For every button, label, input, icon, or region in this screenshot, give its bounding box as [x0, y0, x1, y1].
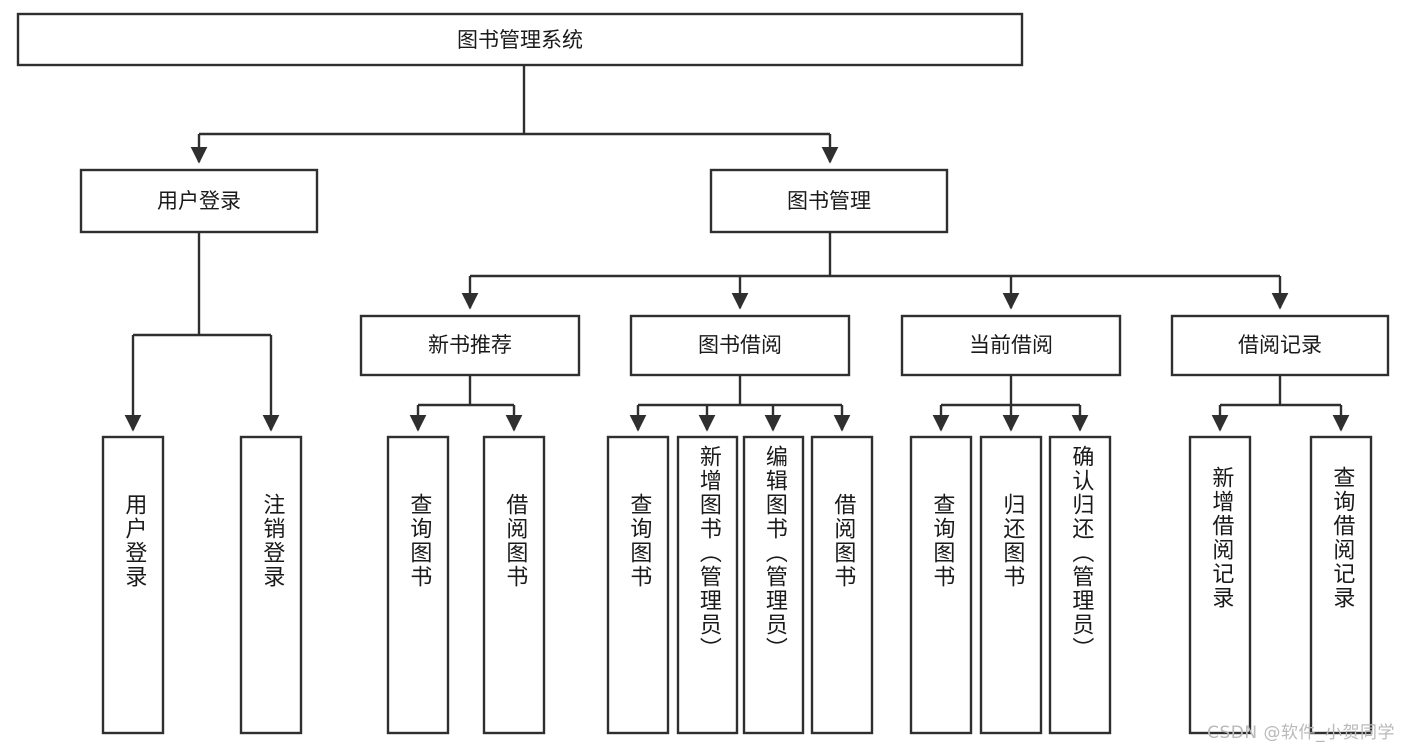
node-borrow-record-label: 借阅记录 [1238, 333, 1322, 357]
node-new-book-recommend-label: 新书推荐 [428, 333, 512, 357]
node-user-login-label: 用户登录 [157, 189, 241, 213]
node-current-borrow-label: 当前借阅 [969, 333, 1053, 357]
connectors-currentborrow-children [932, 375, 1089, 432]
leaf-rect-query-book-3[interactable] [909, 435, 973, 735]
leaf-boxes [101, 435, 1373, 735]
node-book-manage[interactable]: 图书管理 [709, 168, 949, 234]
connectors-bookmanage-children [461, 232, 1289, 310]
connectors-root-to-level2 [190, 65, 839, 164]
node-book-borrow[interactable]: 图书借阅 [629, 314, 851, 377]
leaf-rect-confirm-return[interactable] [1048, 435, 1112, 735]
node-borrow-record-rect[interactable] [1170, 314, 1390, 377]
leaf-rect-edit-book[interactable] [742, 435, 805, 735]
leaf-rect-borrow-book-1[interactable] [482, 435, 546, 735]
connectors-borrowrecord-children [1211, 375, 1350, 432]
connectors-userlogin-children [124, 232, 280, 432]
leaf-rect-add-book[interactable] [676, 435, 739, 735]
leaf-rect-user-login[interactable] [101, 435, 165, 735]
node-root[interactable]: 图书管理系统 [16, 12, 1024, 67]
node-book-borrow-rect[interactable] [629, 314, 851, 377]
node-current-borrow-rect[interactable] [900, 314, 1122, 377]
node-user-login[interactable]: 用户登录 [79, 168, 319, 234]
leaf-rect-query-book-2[interactable] [606, 435, 670, 735]
leaf-rect-query-record[interactable] [1309, 435, 1373, 735]
node-root-rect[interactable] [16, 12, 1024, 67]
node-user-login-rect[interactable] [79, 168, 319, 234]
node-book-borrow-label: 图书借阅 [698, 333, 782, 357]
node-borrow-record[interactable]: 借阅记录 [1170, 314, 1390, 377]
node-new-book-recommend[interactable]: 新书推荐 [359, 314, 581, 377]
leaf-rect-return-book[interactable] [979, 435, 1043, 735]
node-book-manage-rect[interactable] [709, 168, 949, 234]
leaf-rect-logout[interactable] [239, 435, 303, 735]
connectors-newbookrec-children [409, 375, 523, 432]
leaf-rect-borrow-book-2[interactable] [810, 435, 874, 735]
node-current-borrow[interactable]: 当前借阅 [900, 314, 1122, 377]
connectors-bookborrow-children [629, 375, 851, 432]
node-book-manage-label: 图书管理 [787, 189, 871, 213]
leaf-rect-add-record[interactable] [1188, 435, 1252, 735]
csdn-watermark: CSDN @软件_小贺同学 [1207, 723, 1395, 743]
node-new-book-recommend-rect[interactable] [359, 314, 581, 377]
node-root-label: 图书管理系统 [457, 28, 583, 52]
leaf-rect-query-book-1[interactable] [386, 435, 450, 735]
